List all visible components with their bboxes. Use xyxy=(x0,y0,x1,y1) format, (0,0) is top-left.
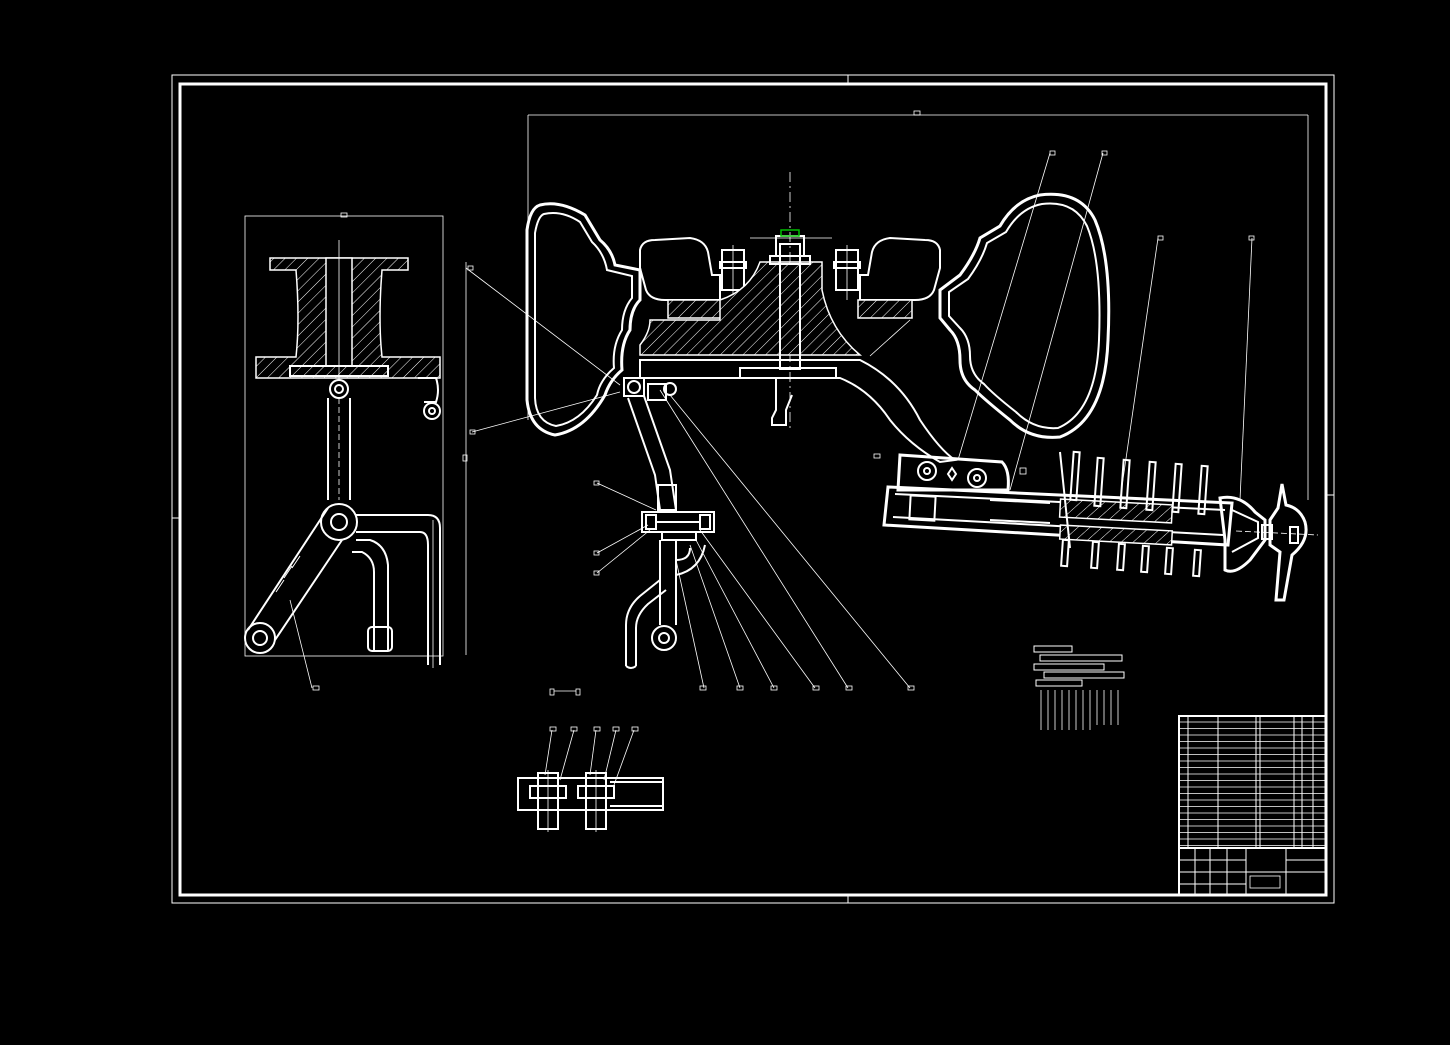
technical-notes-block xyxy=(1033,645,1125,730)
inner-sheet-border xyxy=(178,82,1328,897)
shock-absorber-assembly xyxy=(882,450,1319,602)
front-section-assembly xyxy=(525,110,1319,691)
title-block xyxy=(1178,847,1327,896)
detail-hinge-view xyxy=(517,688,664,832)
outer-sheet-border xyxy=(171,74,1335,904)
parts-list-table xyxy=(1178,715,1327,849)
side-view-linkage xyxy=(244,212,621,691)
